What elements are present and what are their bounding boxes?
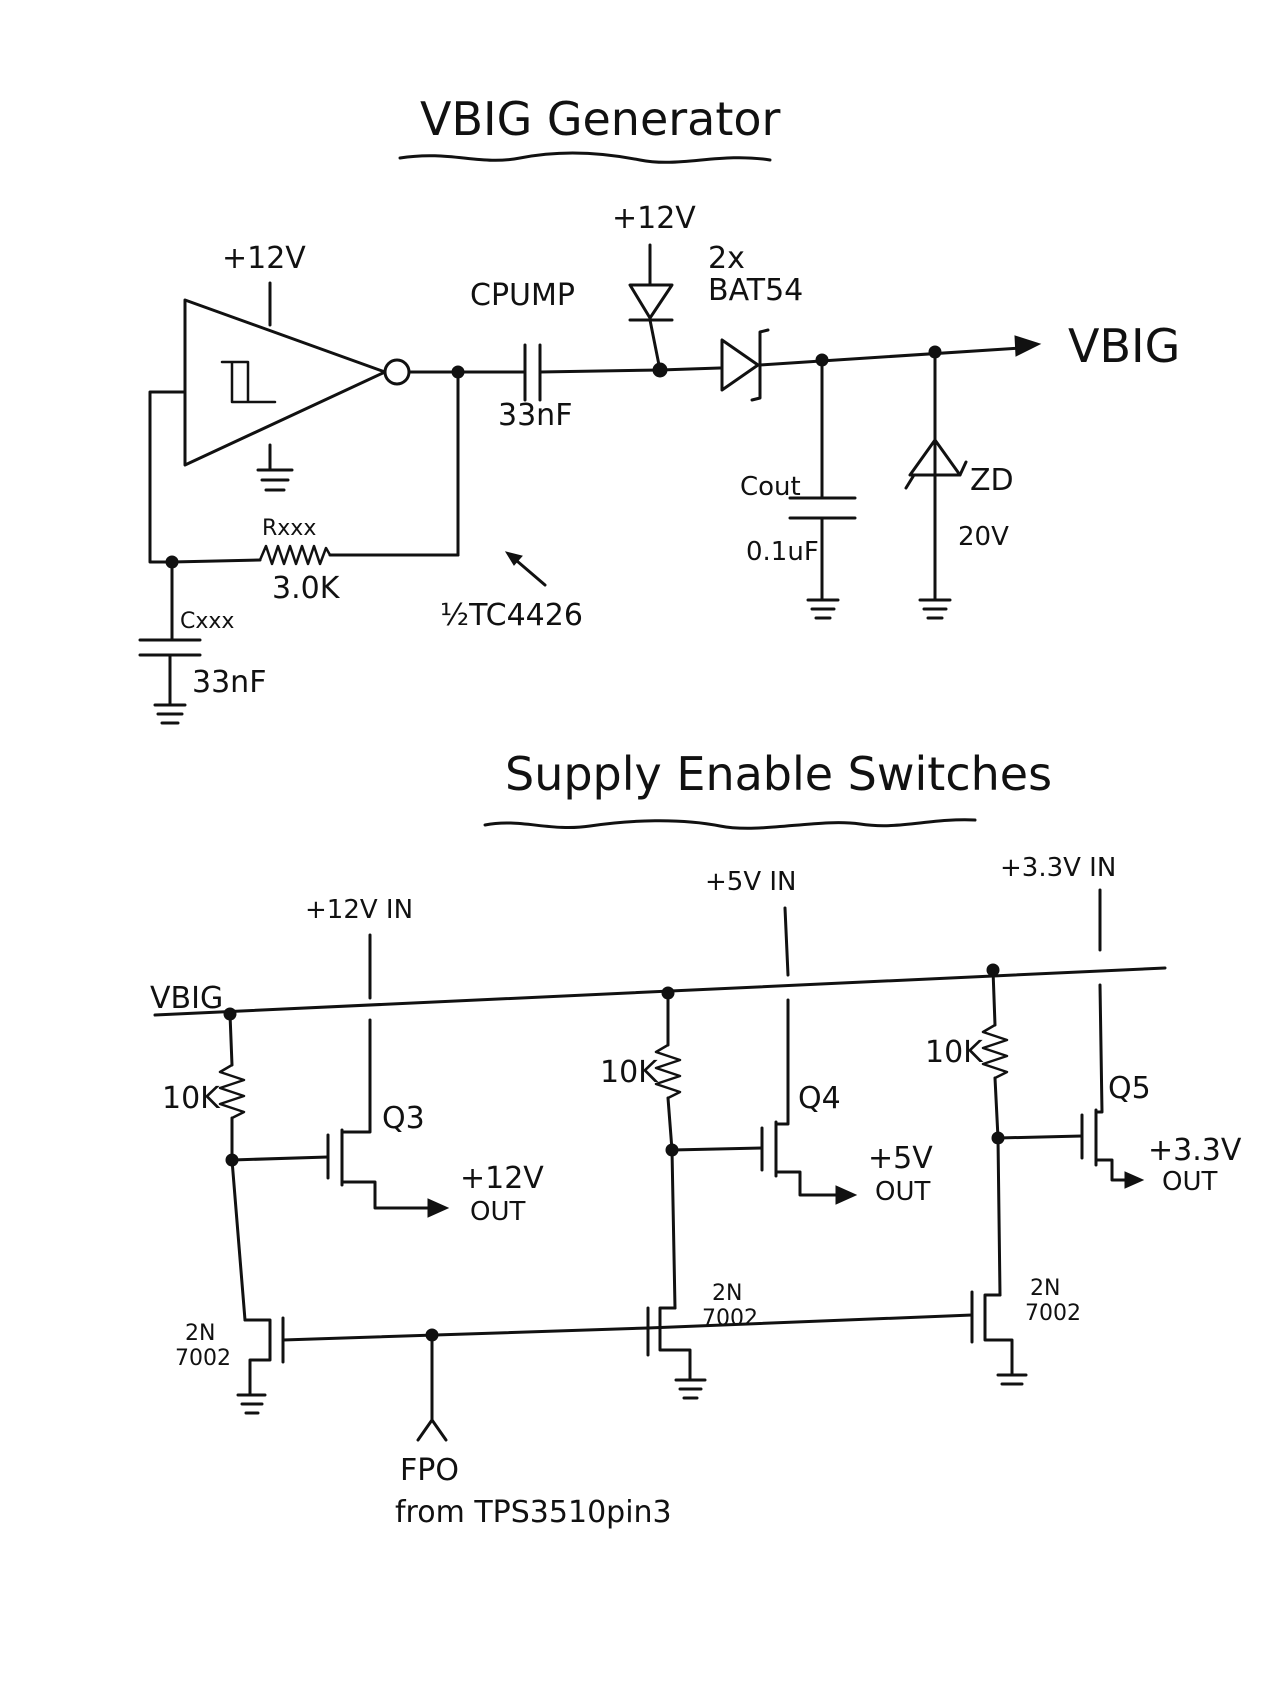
input-12v-label: +12V IN — [305, 895, 413, 925]
rxxx-label: Rxxx — [262, 516, 316, 541]
ic-pointer-arrow — [504, 551, 547, 587]
nmos-2n7002-3 — [970, 1290, 1028, 1386]
pullup-2-value: 10K — [600, 1055, 659, 1090]
q3-label: Q3 — [382, 1101, 425, 1136]
out12-out-label: OUT — [470, 1197, 525, 1227]
pmos-q3 — [326, 1018, 450, 1218]
pmos-q4 — [760, 998, 858, 1205]
pullup-resistor-3 — [981, 968, 1009, 1140]
diode-part: BAT54 — [708, 273, 803, 308]
input-5v-label: +5V IN — [705, 867, 797, 897]
fpo-input-connector — [416, 1333, 448, 1442]
fpo-gate-line — [281, 1326, 650, 1342]
nmos-2-part-a: 2N — [712, 1281, 742, 1306]
title-vbig-generator: VBIG Generator — [398, 92, 781, 164]
pullup-3-value: 10K — [925, 1035, 984, 1070]
cxxx-value: 33nF — [192, 665, 266, 700]
q5-label: Q5 — [1108, 1071, 1151, 1106]
out5-out-label: OUT — [875, 1177, 930, 1207]
nmos-2n7002-1 — [236, 1316, 285, 1415]
nmos-2-part-b: 7002 — [702, 1306, 758, 1331]
out5-label: +5V — [868, 1141, 933, 1176]
fpo-label: FPO — [400, 1453, 459, 1488]
zener-label: ZD — [970, 463, 1014, 498]
nmos-3-part-a: 2N — [1030, 1276, 1060, 1301]
pullup-resistor-1 — [218, 1012, 246, 1162]
capacitor-cout — [788, 358, 857, 620]
inverter-supply-label: +12V — [222, 241, 306, 276]
inverter-buffer — [183, 281, 411, 492]
zener-diode — [904, 350, 968, 620]
rxxx-value: 3.0K — [272, 571, 341, 606]
zener-value: 20V — [958, 522, 1009, 552]
nmos-1-part-a: 2N — [185, 1321, 215, 1346]
out33-label: +3.3V — [1148, 1133, 1242, 1168]
out12-label: +12V — [460, 1161, 544, 1196]
cout-value: 0.1uF — [746, 537, 819, 567]
cout-label: Cout — [740, 472, 801, 502]
cpump-value: 33nF — [498, 398, 572, 433]
title-supply-enable: Supply Enable Switches — [483, 747, 1052, 830]
capacitor-cxxx — [138, 560, 202, 725]
diode-supply-label: +12V — [612, 201, 696, 236]
nmos-2n7002-2 — [646, 1306, 707, 1400]
vbig-arrowhead — [1014, 335, 1042, 357]
vbig-generator-title: VBIG Generator — [420, 92, 781, 146]
fpo-source-label: from TPS3510pin3 — [395, 1495, 672, 1530]
nmos-1-part-b: 7002 — [175, 1346, 231, 1371]
vbig-rail-label: VBIG — [150, 981, 223, 1016]
cxxx-label: Cxxx — [180, 609, 234, 634]
pullup-resistor-2 — [654, 991, 682, 1152]
input-33v-label: +3.3V IN — [1000, 853, 1116, 883]
vbig-output-label: VBIG — [1068, 319, 1180, 373]
ic-label: ½TC4426 — [440, 598, 583, 633]
resistor-rxxx — [258, 544, 332, 566]
nmos-3-part-b: 7002 — [1025, 1301, 1081, 1326]
diode-bat54-a — [628, 243, 674, 372]
q4-label: Q4 — [798, 1081, 841, 1116]
pmos-q5 — [1080, 983, 1145, 1189]
cpump-label: CPUMP — [470, 278, 575, 313]
diode-count: 2x — [708, 241, 745, 276]
capacitor-cpump — [523, 343, 542, 402]
out33-out-label: OUT — [1162, 1167, 1217, 1197]
vbig-rail — [153, 966, 1167, 1017]
pullup-1-value: 10K — [162, 1081, 221, 1116]
supply-enable-title: Supply Enable Switches — [505, 747, 1052, 801]
